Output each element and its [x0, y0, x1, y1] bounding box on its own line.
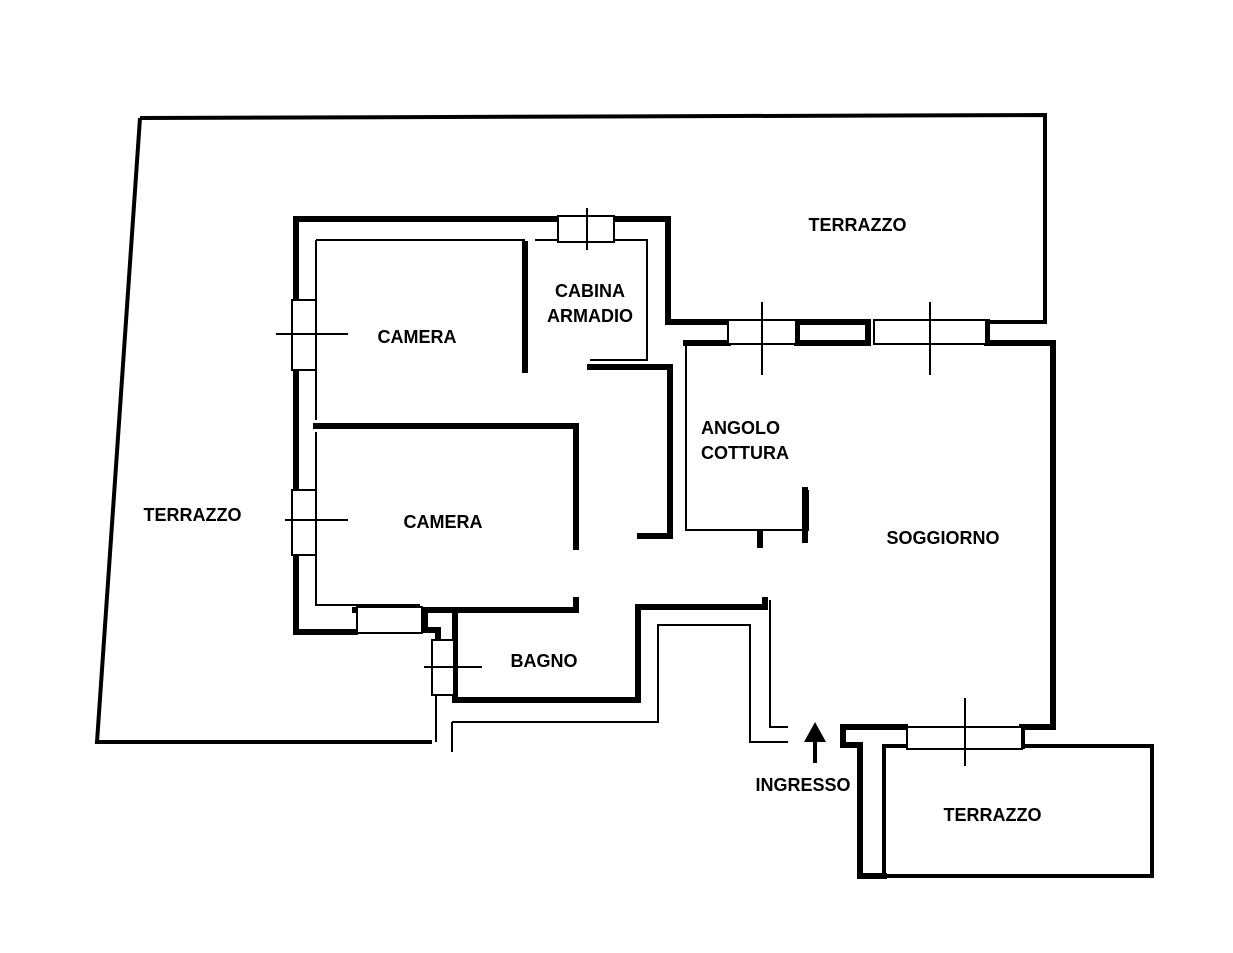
terrace-outline-main: [94, 112, 1047, 744]
window-bottom-left: [356, 606, 423, 634]
exterior-wall-inner: [316, 239, 648, 361]
label-camera-top: CAMERA: [377, 327, 457, 347]
label-bagno: BAGNO: [510, 651, 578, 671]
arrow-up-icon: [804, 722, 826, 763]
label-soggiorno: SOGGIORNO: [886, 528, 1000, 548]
left-exterior-wall: [293, 216, 358, 635]
bagno-wall: [422, 597, 768, 703]
terrace-outline-bottom: [882, 744, 1154, 878]
window-camera-bottom: [291, 489, 317, 556]
exterior-wall: [293, 216, 731, 325]
label-armadio: ARMADIO: [547, 306, 633, 326]
label-angolo: ANGOLO: [701, 418, 780, 438]
kitchen-wall: [587, 364, 673, 539]
label-ingresso: INGRESSO: [755, 775, 851, 795]
living-top-wall: [683, 319, 1056, 730]
label-cottura: COTTURA: [701, 443, 789, 463]
label-terrazzo-top: TERRAZZO: [808, 215, 907, 235]
label-terrazzo-bottom: TERRAZZO: [943, 805, 1042, 825]
partition-camera: [313, 423, 579, 550]
label-cabina: CABINA: [555, 281, 625, 301]
label-camera-bottom: CAMERA: [403, 512, 483, 532]
label-terrazzo-left: TERRAZZO: [143, 505, 242, 525]
